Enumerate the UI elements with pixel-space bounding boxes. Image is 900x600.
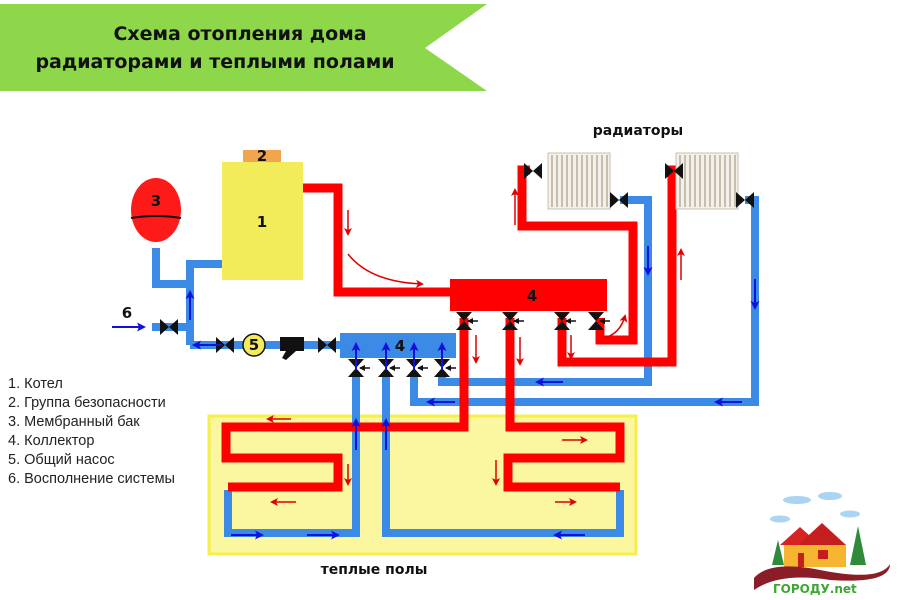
title-banner: Схема отопления дома радиаторами и теплы…	[0, 4, 487, 91]
radiator-1-return-valve	[610, 192, 628, 208]
radiator-1-supply	[517, 165, 638, 345]
radiators-caption: радиаторы	[593, 123, 683, 139]
floor-loop-1-return	[224, 372, 360, 537]
legend-item: 4. Коллектор	[8, 433, 95, 449]
pump-label: 5	[249, 336, 259, 354]
floor-heating-caption: теплые полы	[321, 562, 428, 578]
refill-label: 6	[122, 304, 132, 322]
logo-swoosh	[754, 564, 890, 590]
house-roof	[798, 523, 846, 545]
legend: 1. Котел 2. Группа безопасности 3. Мембр…	[8, 375, 175, 489]
floor-loop-2-supply	[503, 318, 625, 492]
banner-shape	[0, 4, 487, 91]
pump	[242, 333, 266, 357]
legend-item: 6. Восполнение системы	[8, 471, 175, 487]
safety-group	[243, 150, 281, 162]
hot-collector-valves	[456, 312, 604, 330]
legend-item: 1. Котел	[8, 376, 63, 392]
collector-outlet-valve	[318, 337, 336, 353]
tree-icon	[850, 526, 866, 565]
valve-handles	[359, 318, 610, 371]
membrane-tank	[131, 178, 181, 242]
cloud-icon	[770, 515, 790, 523]
radiator-2-supply	[557, 165, 677, 367]
house-window	[818, 550, 828, 559]
legend-item: 5. Общий насос	[8, 452, 115, 468]
safety-group-label: 2	[257, 147, 267, 165]
cold-collector-label: 4	[395, 337, 405, 355]
site-logo: ГОРОДУ.net	[754, 492, 890, 596]
house-icon	[784, 545, 846, 567]
logo-text: ГОРОДУ.net	[773, 582, 857, 596]
radiator-2	[675, 152, 739, 210]
cloud-icon	[783, 496, 811, 504]
supply-pipes	[221, 165, 677, 492]
tank-pipe	[152, 248, 190, 288]
filter-icon	[280, 337, 304, 360]
boiler-label: 1	[257, 213, 267, 231]
supply-flow-arrows	[266, 188, 685, 506]
boiler-supply-pipe	[303, 183, 452, 297]
cloud-icon	[840, 510, 860, 518]
membrane-tank-label: 3	[151, 192, 161, 210]
title-line-2: радиаторами и теплыми полами	[35, 51, 394, 73]
hot-collector	[450, 279, 607, 311]
boiler	[222, 162, 303, 280]
refill-valve	[160, 319, 178, 335]
return-flow-arrows	[185, 246, 760, 540]
radiator-1-return	[438, 196, 652, 386]
house-door	[798, 553, 804, 567]
tank-membrane-line	[130, 215, 182, 219]
title-line-1: Схема отопления дома	[113, 23, 366, 45]
hot-collector-label: 4	[527, 287, 537, 305]
boiler-return-pipe	[186, 260, 222, 345]
cloud-icon	[818, 492, 842, 500]
radiator-1	[547, 152, 611, 210]
legend-item: 2. Группа безопасности	[8, 395, 166, 411]
radiator-1-supply-valve	[524, 163, 542, 179]
floor-loop-2-return	[382, 372, 624, 537]
legend-item: 3. Мембранный бак	[8, 414, 140, 430]
floor-loop-1-supply	[221, 318, 469, 492]
tree-icon	[772, 540, 784, 565]
